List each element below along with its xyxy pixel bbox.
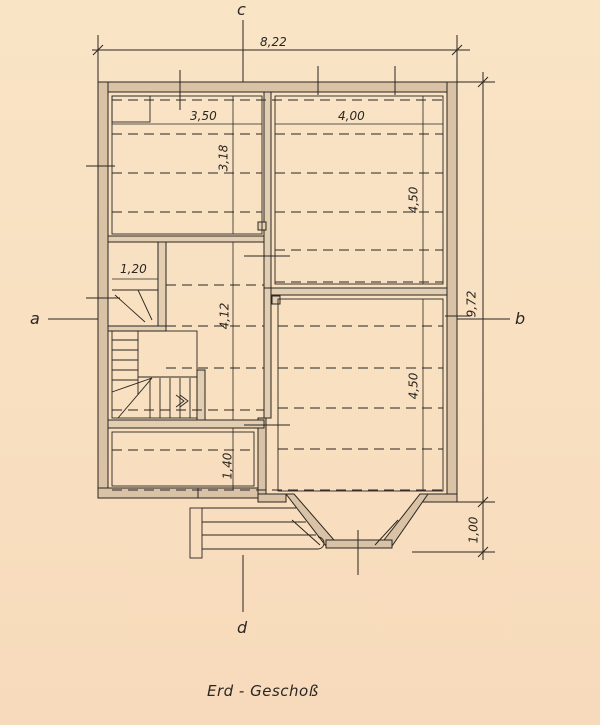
front-steps	[189, 507, 325, 559]
wall-interior-lower-left	[107, 419, 265, 429]
dimension-overall-depth-label: 9,72	[464, 290, 479, 318]
wall-interior-upper-left	[107, 235, 265, 243]
dimension-entry-depth: 1,40	[220, 452, 235, 480]
section-marker-d: d	[237, 618, 248, 637]
wall-interior-vertical-upper	[263, 91, 272, 289]
wall-left	[97, 81, 109, 499]
dimension-overall-depth	[412, 72, 495, 560]
wall-top	[97, 81, 458, 93]
window-marks	[86, 66, 470, 575]
section-marker-c: c	[237, 0, 246, 19]
dimension-room-top-right-width: 4,00	[338, 109, 365, 123]
staircase	[111, 289, 198, 419]
section-marker-a: a	[30, 309, 40, 328]
dimension-room-top-right-depth: 4,50	[406, 186, 421, 214]
dimension-bay-projection-label: 1,00	[466, 516, 481, 544]
wall-bay-front	[325, 539, 393, 549]
dimension-room-top-left-width: 3,50	[190, 109, 217, 123]
dimension-overall-width	[92, 35, 470, 82]
wall-bay-left	[257, 417, 267, 503]
dimension-stair-width: 1,20	[120, 262, 147, 276]
stair-direction-arrow	[175, 394, 189, 408]
dimension-room-top-left-depth: 3,18	[216, 144, 231, 172]
wall-bay-diagonal-left	[284, 493, 335, 547]
wall-interior-vertical-lower	[263, 287, 272, 419]
joist-lines	[112, 99, 443, 491]
dimension-overall-width-label: 8,22	[260, 35, 287, 49]
wall-right	[446, 81, 458, 503]
wall-interior-right-horizontal	[270, 287, 448, 296]
dimension-hall-depth: 4,12	[217, 302, 232, 330]
drawing-title: Erd - Geschoß	[207, 682, 319, 700]
dimension-room-bottom-right-depth: 4,50	[406, 372, 421, 400]
wall-stair-right	[157, 241, 167, 327]
section-marker-b: b	[515, 309, 526, 328]
wall-bay-diagonal-right	[383, 493, 429, 547]
